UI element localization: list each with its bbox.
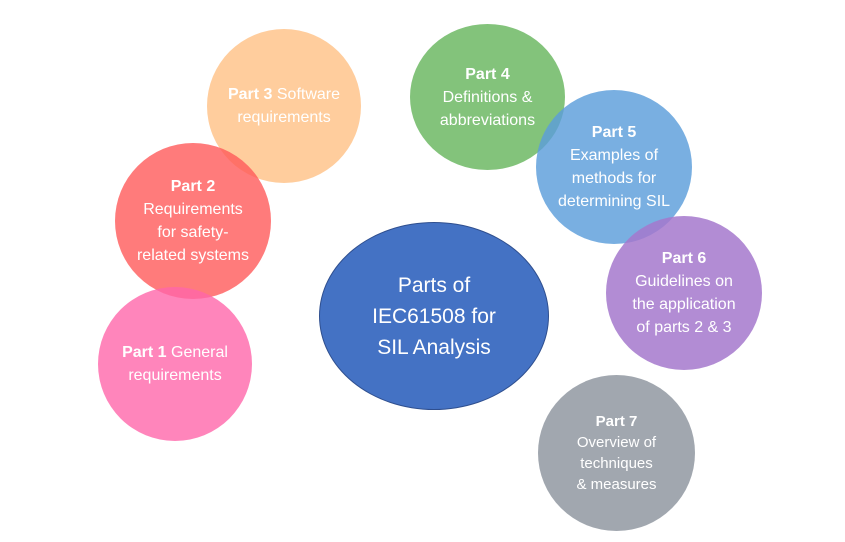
part-7-title: Part 7 <box>595 413 638 430</box>
part-2-title: Part 2 <box>170 178 216 195</box>
part-1-line2: requirements <box>128 367 222 384</box>
center-line1: Parts of <box>397 273 471 297</box>
part-7-line1: Overview of <box>576 434 657 451</box>
part-7-bubble: Part 7 Overview of techniques & measures <box>538 375 695 531</box>
center-text: Parts of IEC61508 for SIL Analysis <box>372 270 496 363</box>
part-4-bubble: Part 4 Definitions & abbreviations <box>410 24 565 170</box>
part-1-text: Part 1 General requirements <box>122 341 228 387</box>
part-7-text: Part 7 Overview of techniques & measures <box>576 411 656 495</box>
part-6-line3: of parts 2 & 3 <box>636 319 732 336</box>
part-1-line1: General <box>166 344 228 361</box>
part-2-line2: for safety- <box>157 224 229 241</box>
part-5-line2: methods for <box>571 170 657 187</box>
part-6-line1: Guidelines on <box>635 273 733 290</box>
part-7-line2: techniques <box>580 455 653 472</box>
center-line3: SIL Analysis <box>377 335 491 359</box>
part-6-text: Part 6 Guidelines on the application of … <box>632 247 735 339</box>
part-4-text: Part 4 Definitions & abbreviations <box>440 63 535 132</box>
part-2-line3: related systems <box>136 247 250 264</box>
part-4-line2: abbreviations <box>439 111 536 129</box>
part-5-line3: determining SIL <box>557 193 671 210</box>
part-7-line3: & measures <box>576 476 657 493</box>
part-5-title: Part 5 <box>591 124 637 141</box>
part-6-line2: the application <box>632 296 736 313</box>
part-1-bubble: Part 1 General requirements <box>98 287 252 441</box>
part-5-text: Part 5 Examples of methods for determini… <box>558 121 670 213</box>
center-ellipse: Parts of IEC61508 for SIL Analysis <box>319 222 549 410</box>
part-3-line2: requirements <box>237 109 331 126</box>
part-2-line1: Requirements <box>143 201 243 218</box>
part-4-line1: Definitions & <box>442 88 533 106</box>
part-3-line1: Software <box>272 86 341 103</box>
part-5-line1: Examples of <box>569 147 659 164</box>
part-2-text: Part 2 Requirements for safety- related … <box>137 175 249 267</box>
part-3-title: Part 3 <box>227 86 273 103</box>
part-6-title: Part 6 <box>661 250 707 267</box>
center-line2: IEC61508 for <box>372 304 496 328</box>
part-4-title: Part 4 <box>465 65 510 83</box>
part-3-text: Part 3 Software requirements <box>228 83 340 129</box>
part-6-bubble: Part 6 Guidelines on the application of … <box>606 216 762 370</box>
part-1-title: Part 1 <box>122 344 167 361</box>
part-2-bubble: Part 2 Requirements for safety- related … <box>115 143 271 299</box>
